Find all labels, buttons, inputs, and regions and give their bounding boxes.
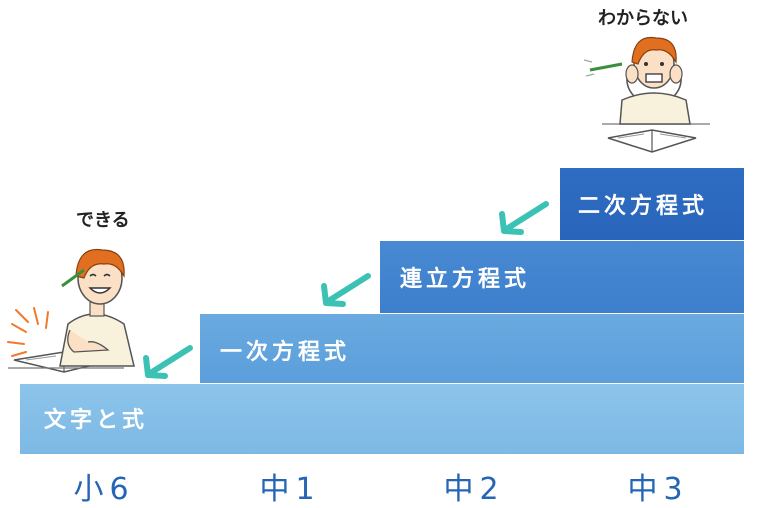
step-2: 一次方程式 [200,314,744,384]
grade-label: 中1 [259,472,321,507]
grade-label: 小6 [73,472,135,507]
step-label: 二次方程式 [578,194,709,219]
back-arrow-icon [499,201,549,235]
step-1: 文字と式 [20,384,744,454]
grade-label: 中2 [443,472,505,507]
confused-student-figure [583,36,710,153]
grade-label: 中3 [627,472,689,507]
caption-can: できる [76,210,130,231]
step-label: 一次方程式 [220,340,351,365]
back-arrow-icon [321,273,371,307]
back-arrow-icon [143,345,193,379]
step-label: 文字と式 [44,408,149,433]
happy-student-figure [7,248,135,373]
caption-cannot: わからない [598,8,688,29]
step-label: 連立方程式 [400,267,531,292]
step-3: 連立方程式 [380,241,744,314]
step-4: 二次方程式 [560,168,744,241]
